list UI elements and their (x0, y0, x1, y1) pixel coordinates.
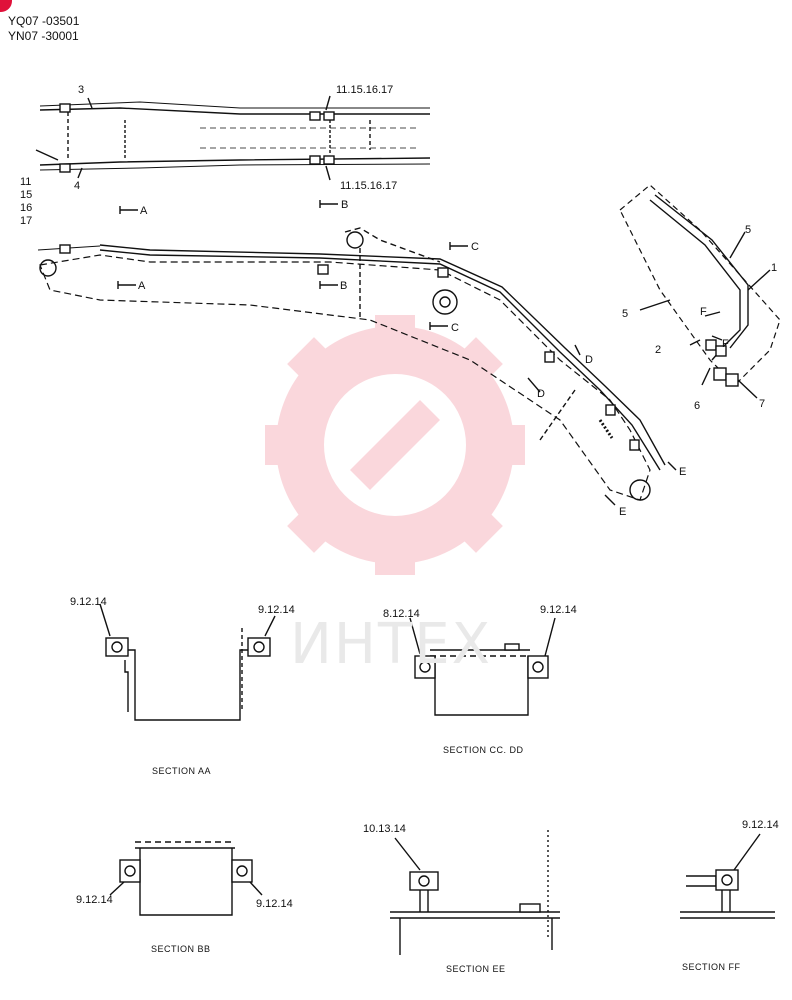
section-mark-a-top: A (140, 205, 148, 217)
callout-7: 7 (759, 398, 766, 410)
section-ff-caption: SECTION FF (682, 962, 741, 972)
section-aa-drawing (99, 603, 276, 721)
section-cc-left-callout: 8.12.14 (383, 608, 420, 620)
watermark-text: ИНТЕХ (290, 612, 492, 677)
section-bb-left-callout: 9.12.14 (76, 894, 113, 906)
section-bb-caption: SECTION BB (151, 944, 211, 954)
section-mark-d-left: D (537, 388, 545, 400)
callout-6: 6 (694, 400, 701, 412)
section-ff-callout: 9.12.14 (742, 819, 779, 831)
section-cc-dd-caption: SECTION CC. DD (443, 745, 524, 755)
callout-4: 4 (74, 180, 81, 192)
section-aa-right-callout: 9.12.14 (258, 604, 295, 616)
section-mark-b-top: B (341, 199, 349, 211)
section-aa-caption: SECTION AA (152, 766, 212, 776)
section-mark-a: A (138, 280, 146, 292)
callout-1: 1 (771, 262, 778, 274)
section-bb-drawing (109, 841, 263, 916)
callout-2: 2 (655, 344, 662, 356)
callout-5-left: 5 (622, 308, 629, 320)
section-mark-b: B (340, 280, 348, 292)
model-code-1: YQ07 -03501 (8, 14, 80, 28)
section-ff-drawing (680, 833, 775, 919)
section-mark-e-bottom: E (619, 506, 627, 518)
watermark-gear-icon (265, 315, 525, 575)
callout-15: 15 (20, 189, 33, 201)
callout-3: 3 (78, 84, 85, 96)
callout-11-top: 11.15.16.17 (336, 84, 394, 96)
top-view (35, 95, 431, 214)
section-mark-c: C (451, 322, 459, 334)
callout-11-bottom: 11.15.16.17 (340, 180, 398, 192)
section-ee-caption: SECTION EE (446, 964, 506, 974)
section-mark-f-1: F (700, 306, 707, 318)
section-mark-d-right: D (585, 354, 593, 366)
section-cc-right-callout: 9.12.14 (540, 604, 577, 616)
model-code-2: YN07 -30001 (8, 29, 79, 43)
section-cc-dd-drawing (409, 617, 556, 716)
section-ee-callout: 10.13.14 (363, 823, 406, 835)
section-mark-f-2: F (722, 338, 729, 350)
boom-side-view (37, 227, 677, 506)
callout-16: 16 (20, 202, 33, 214)
section-aa-left-callout: 9.12.14 (70, 596, 107, 608)
section-mark-c-top: C (471, 241, 479, 253)
arm-detail-view (619, 184, 781, 399)
section-ee-drawing (390, 830, 560, 955)
section-bb-right-callout: 9.12.14 (256, 898, 293, 910)
section-mark-e-right: E (679, 466, 687, 478)
callout-5-top: 5 (745, 224, 752, 236)
callout-17: 17 (20, 215, 33, 227)
callout-11: 11 (20, 176, 32, 188)
